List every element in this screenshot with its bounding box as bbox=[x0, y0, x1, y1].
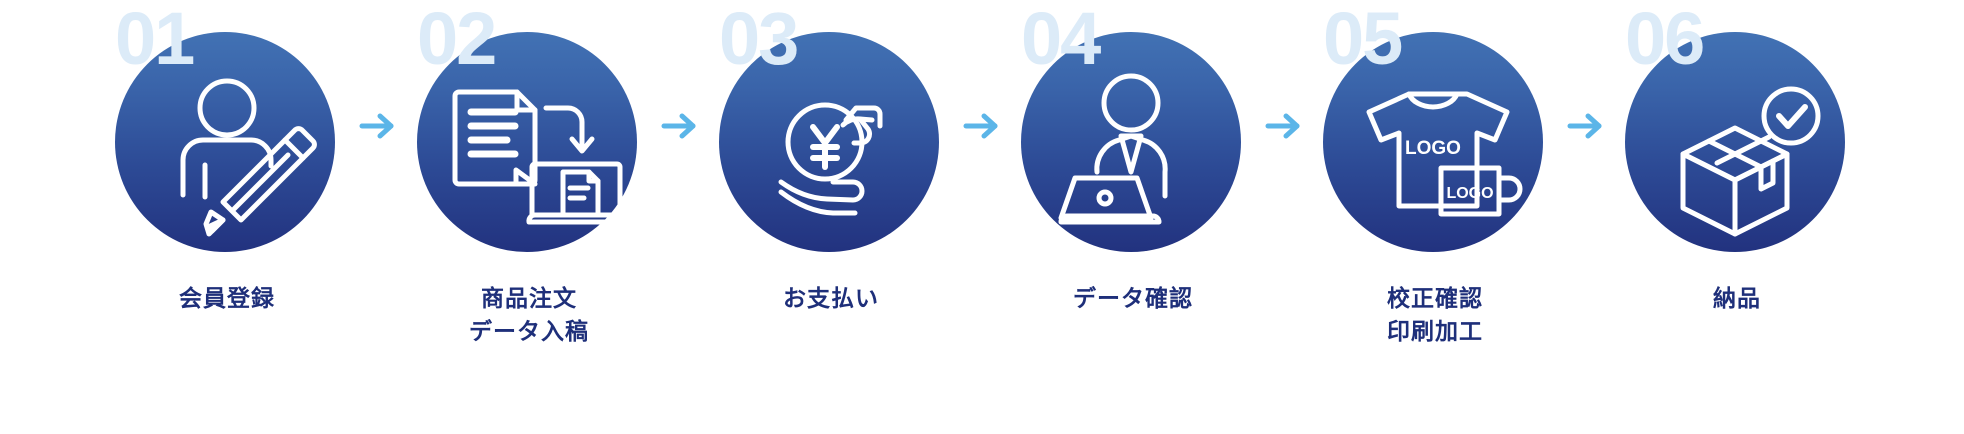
process-step-2: 02 bbox=[403, 0, 655, 349]
step-4-badge: 04 bbox=[1007, 0, 1259, 252]
step-2-badge: 02 bbox=[403, 0, 655, 252]
arrow-right-icon-1 bbox=[353, 0, 403, 252]
step-6-badge: 06 bbox=[1611, 0, 1863, 252]
arrow-right-icon-5 bbox=[1561, 0, 1611, 252]
mug-logo-text: LOGO bbox=[1446, 185, 1493, 202]
step-3-label: お支払い bbox=[783, 285, 879, 311]
step-2-label: 商品注文 データ入稿 bbox=[469, 285, 589, 345]
step-5-circle bbox=[1323, 32, 1543, 252]
arrow-right-icon-2 bbox=[655, 0, 705, 252]
step-3-badge: 03 bbox=[705, 0, 957, 252]
step-1-badge: 01 bbox=[101, 0, 353, 252]
step-5-label: 校正確認 印刷加工 bbox=[1387, 285, 1483, 345]
yen-coin-in-hand-icon bbox=[719, 32, 939, 252]
person-with-pencil-icon bbox=[115, 32, 335, 252]
person-at-laptop-icon bbox=[1021, 32, 1241, 252]
process-step-4: 04 データ確認 bbox=[1007, 0, 1259, 315]
step-5-badge: 05 LOGO LOGO bbox=[1309, 0, 1561, 252]
document-upload-to-laptop-icon bbox=[417, 32, 637, 252]
arrow-right-icon-4 bbox=[1259, 0, 1309, 252]
step-1-label: 会員登録 bbox=[179, 285, 275, 311]
process-step-1: 01 会員登録 bbox=[101, 0, 353, 315]
process-step-6: 06 納品 bbox=[1611, 0, 1863, 315]
step-4-label: データ確認 bbox=[1073, 285, 1193, 311]
process-step-3: 03 お支払い bbox=[705, 0, 957, 315]
arrow-right-icon-3 bbox=[957, 0, 1007, 252]
step-6-label: 納品 bbox=[1713, 285, 1761, 311]
process-step-5: 05 LOGO LOGO 校正確認 印刷加工 bbox=[1309, 0, 1561, 349]
tshirt-and-mug-logo-icon: LOGO LOGO bbox=[1323, 32, 1543, 252]
tshirt-logo-text: LOGO bbox=[1405, 138, 1461, 159]
shipping-box-check-icon bbox=[1625, 32, 1845, 252]
